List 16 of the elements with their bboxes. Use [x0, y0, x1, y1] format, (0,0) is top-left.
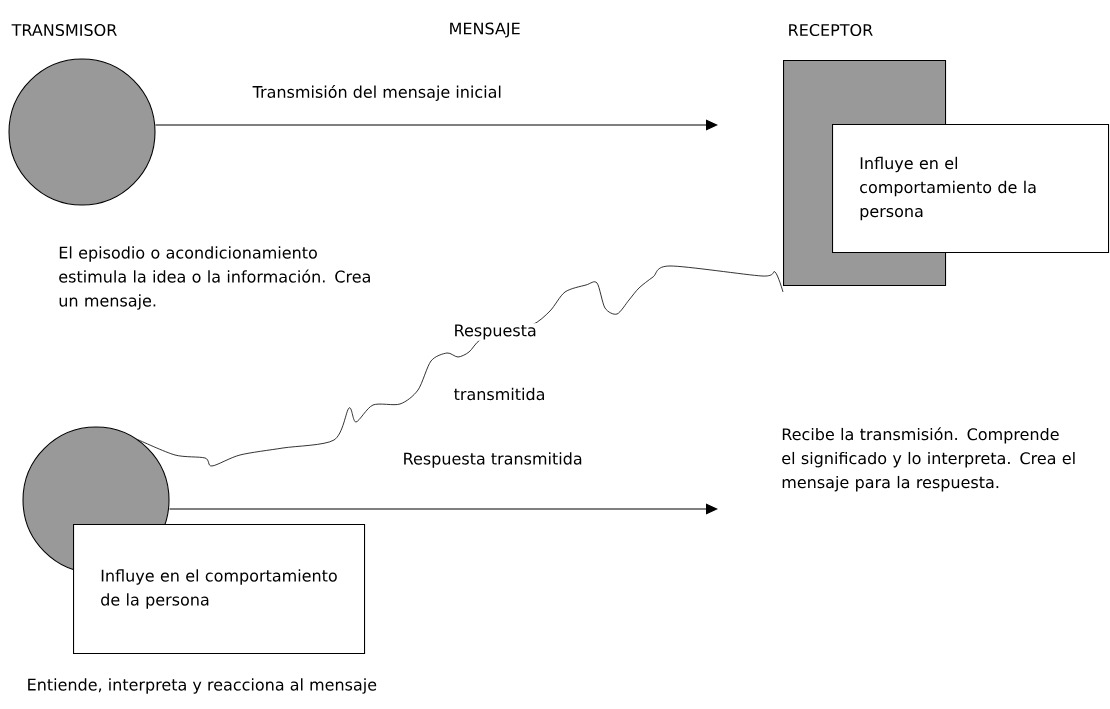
text-label: MENSAJE: [450, 22, 520, 38]
text-box: Influye en el comportamiento de la persona: [73, 524, 366, 655]
text-label: Entiende, interpreta y reacciona al mensaje: [28, 678, 377, 694]
text-label: Respuesta: [455, 324, 536, 340]
text-label: El episodio o acondicionamiento estimula la idea o la información. Crea un mensaje.: [59, 246, 370, 310]
text-label: TRANSMISOR: [11, 23, 117, 37]
arrow: [169, 503, 718, 515]
arrow: [155, 119, 718, 131]
text-box: Influye en el comportamiento de la persona: [832, 124, 1110, 254]
circle: [8, 58, 156, 206]
edge-label: Respuesta transmitida: [404, 452, 582, 468]
text-label: Recibe la transmisión. Comprende el significado y lo interpreta. Crea el mensaje para la respuesta.: [782, 427, 1075, 492]
text-label: RECEPTOR: [789, 23, 873, 37]
text-label: transmitida: [454, 387, 544, 401]
wavy-line: [137, 265, 784, 467]
edge-label: Transmisión del mensaje inicial: [252, 84, 501, 102]
